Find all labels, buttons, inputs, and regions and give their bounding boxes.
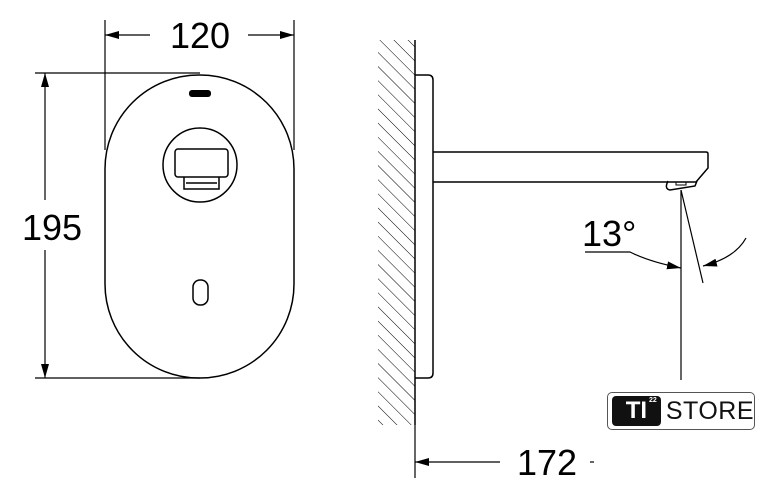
- brand-logo-mark: [189, 90, 211, 97]
- nozzle: [665, 180, 698, 191]
- spout: [433, 151, 709, 183]
- projection-label: 172: [517, 442, 577, 483]
- side-view: [378, 40, 709, 425]
- sensor-window: [192, 279, 209, 306]
- logo-mark-text: TI: [625, 397, 648, 424]
- outlet-ring: [162, 127, 238, 203]
- outlet-fitting: [174, 148, 229, 178]
- cover-plate: [104, 74, 295, 379]
- angle-label: 13°: [582, 213, 636, 254]
- front-view: [104, 74, 295, 379]
- width-dimension: [104, 20, 295, 150]
- height-dimension: [35, 72, 200, 379]
- height-label: 195: [22, 207, 82, 248]
- projection-dimension: [414, 425, 594, 478]
- angle-dimension: [585, 189, 747, 380]
- outlet-thread: [183, 177, 220, 190]
- width-label: 120: [170, 15, 230, 56]
- logo-superscript: 22: [649, 397, 657, 404]
- wall-hatching: [378, 40, 415, 425]
- store-logo-name: STORE: [665, 396, 754, 425]
- side-plate: [415, 74, 434, 379]
